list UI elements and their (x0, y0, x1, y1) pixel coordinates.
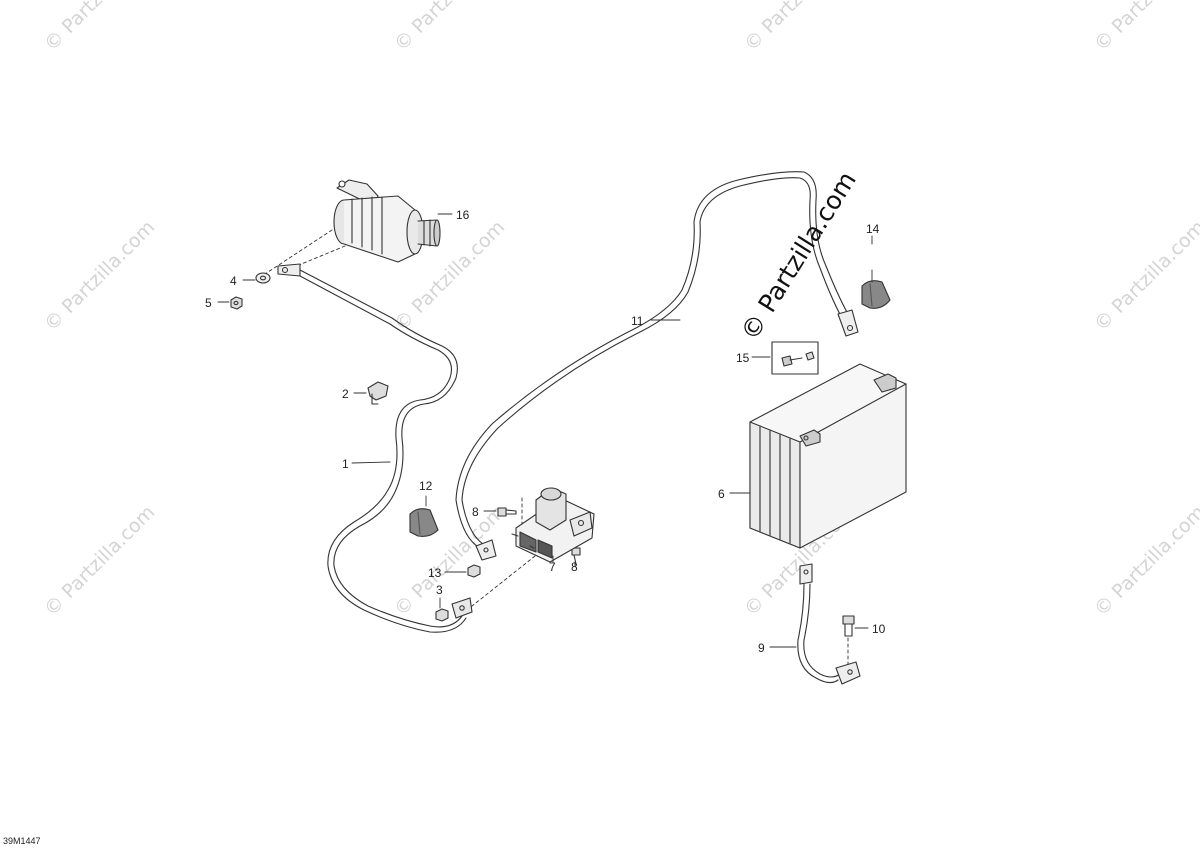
battery-cable-negative[interactable] (797, 563, 861, 685)
callout-3[interactable]: 3 (436, 583, 443, 597)
callout-6[interactable]: 6 (718, 487, 725, 501)
screw[interactable] (571, 547, 581, 565)
callout-12[interactable]: 12 (419, 479, 433, 493)
starter-motor[interactable] (333, 179, 441, 263)
nut[interactable] (467, 564, 481, 578)
terminal-boot[interactable] (409, 508, 439, 537)
callout-13[interactable]: 13 (428, 566, 442, 580)
callout-10[interactable]: 10 (872, 622, 886, 636)
cable-clip[interactable] (367, 381, 389, 405)
callout-2[interactable]: 2 (342, 387, 349, 401)
callout-8[interactable]: 8 (571, 560, 578, 574)
terminal-boot[interactable] (861, 280, 891, 309)
callout-leaders (217, 213, 873, 648)
callout-9[interactable]: 9 (758, 641, 765, 655)
bolt-kit[interactable] (771, 341, 819, 375)
callout-15[interactable]: 15 (736, 351, 750, 365)
starter-cable[interactable] (277, 263, 473, 633)
diagram-code: 39M1447 (3, 836, 41, 846)
callout-11[interactable]: 11 (631, 314, 644, 328)
callout-5[interactable]: 5 (205, 296, 212, 310)
callout-8[interactable]: 8 (472, 505, 479, 519)
nut[interactable] (435, 608, 449, 622)
callout-7[interactable]: 7 (549, 560, 556, 574)
callout-14[interactable]: 14 (866, 222, 880, 236)
bolt[interactable] (842, 615, 855, 637)
battery[interactable] (749, 363, 907, 549)
washer[interactable] (255, 272, 271, 284)
callout-labels: 16 4 5 2 1 12 8 13 3 7 8 11 14 15 6 9 10 (205, 208, 886, 655)
callout-1[interactable]: 1 (342, 457, 349, 471)
screw[interactable] (497, 507, 517, 517)
nut[interactable] (230, 296, 243, 310)
callout-4[interactable]: 4 (230, 274, 237, 288)
callout-16[interactable]: 16 (456, 208, 470, 222)
starter-solenoid[interactable] (511, 487, 595, 563)
battery-cable-positive[interactable] (455, 171, 859, 561)
